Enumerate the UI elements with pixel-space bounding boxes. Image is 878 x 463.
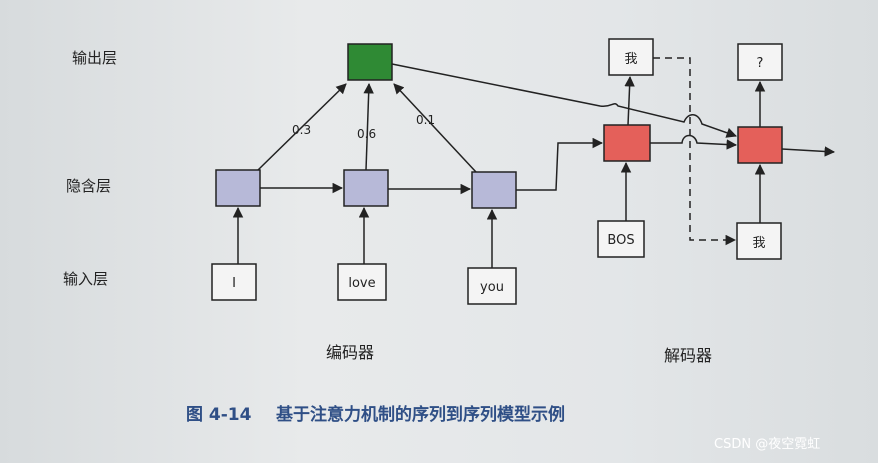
row-label-hidden: 隐含层 [66,177,111,195]
attention-arrow-1 [257,83,347,171]
row-label-output: 输出层 [72,49,117,67]
decoder-hidden-node-2 [737,126,783,164]
arrow-decoder-to-output [624,75,635,126]
attention-arrow-3 [393,83,477,173]
attention-weight-1: 0.3 [292,123,311,137]
context-to-decoder-arrow [391,63,737,138]
decoder-output-node-1: 我 [608,38,654,76]
watermark: CSDN @夜空霓虹 [714,437,820,452]
attention-arrow-2 [363,82,374,171]
figure-title: 基于注意力机制的序列到序列模型示例 [275,404,565,425]
attention-weight-2: 0.6 [357,127,376,141]
feedback-dashed-arrow [653,57,737,246]
figure-number: 图 4-14 [186,405,252,425]
decoder-output-text: 我 [624,52,637,67]
decoder-input-node-2: 我 [736,222,782,260]
encoder-to-decoder-arrow [516,137,604,191]
arrow-decoder-output [781,146,836,157]
decoder-output-text: ? [757,56,764,71]
encoder-input-node-3: you [467,267,517,305]
encoder-input-node-1: I [211,263,257,301]
attention-weight-3: 0.1 [416,113,435,127]
decoder-label: 解码器 [664,346,712,365]
encoder-label: 编码器 [326,343,374,362]
row-label-input: 输入层 [63,270,108,288]
decoder-output-node-2: ? [737,43,783,81]
encoder-hidden-node-2 [343,169,389,207]
encoder-input-node-2: love [337,263,387,301]
encoder-hidden-node-1 [215,169,261,207]
context-vector-node [347,43,393,81]
encoder-input-text: you [480,280,504,295]
decoder-hidden-node-1 [603,124,651,162]
encoder-input-text: I [232,276,236,291]
bos-text: BOS [607,233,634,248]
encoder-hidden-node-3 [471,171,517,209]
arrow-decoder-to-decoder [650,134,738,150]
encoder-input-text: love [348,276,375,291]
bos-input-node: BOS [597,220,645,258]
decoder-input-text: 我 [752,236,765,251]
